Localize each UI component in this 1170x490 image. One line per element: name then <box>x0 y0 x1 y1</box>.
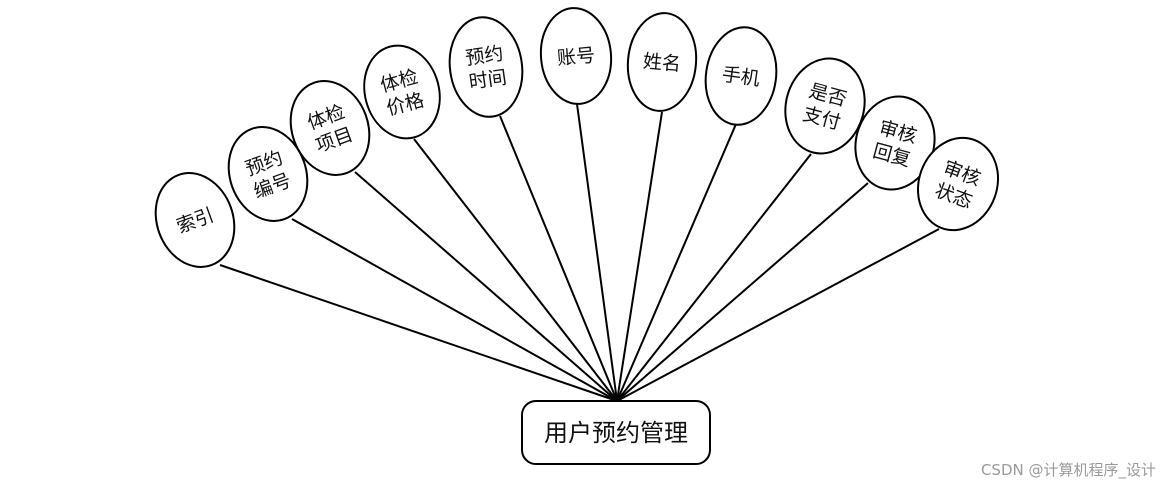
attribute-ellipse <box>539 7 613 105</box>
attribute-label: 预约 <box>464 43 505 70</box>
attribute-node: 手机 <box>704 26 778 126</box>
connector-line <box>291 218 618 402</box>
attribute-label: 手机 <box>721 63 762 90</box>
connector-line <box>616 123 737 402</box>
attribute-label: 姓名 <box>642 50 682 75</box>
attribute-ellipse <box>227 126 309 222</box>
attribute-node: 索引 <box>154 172 236 268</box>
connector-line <box>616 228 940 402</box>
attribute-ellipse <box>363 44 441 140</box>
attribute-ellipse <box>289 80 371 176</box>
root-entity-label: 用户预约管理 <box>544 419 688 447</box>
attribute-ellipse <box>154 172 236 268</box>
connector-line <box>616 111 663 402</box>
connector-line <box>576 103 618 402</box>
attribute-ellipse <box>626 12 698 112</box>
attribute-ellipses: 索引预约编号体检项目体检价格预约时间 账号 姓名手机是否支付审核回复审核状态 <box>154 7 1000 268</box>
connector-line <box>354 171 618 402</box>
connector-lines <box>219 103 940 402</box>
attribute-ellipse <box>916 136 1000 232</box>
connector-line <box>499 115 618 402</box>
root-entity: 用户预约管理 <box>521 400 711 465</box>
attribute-ellipse <box>704 26 778 126</box>
attribute-ellipse <box>784 57 866 155</box>
connector-line <box>616 153 812 402</box>
root-entity-box <box>521 400 711 465</box>
attribute-node: 账号 <box>539 7 613 105</box>
attribute-ellipse <box>448 16 524 118</box>
connector-line <box>413 138 618 402</box>
connector-line <box>616 182 869 402</box>
attribute-label: 时间 <box>467 66 508 93</box>
connector-line <box>219 264 618 402</box>
watermark: CSDN @计算机程序_设计 <box>980 461 1156 479</box>
attribute-node: 姓名 <box>626 12 698 112</box>
attribute-label: 账号 <box>556 44 596 69</box>
